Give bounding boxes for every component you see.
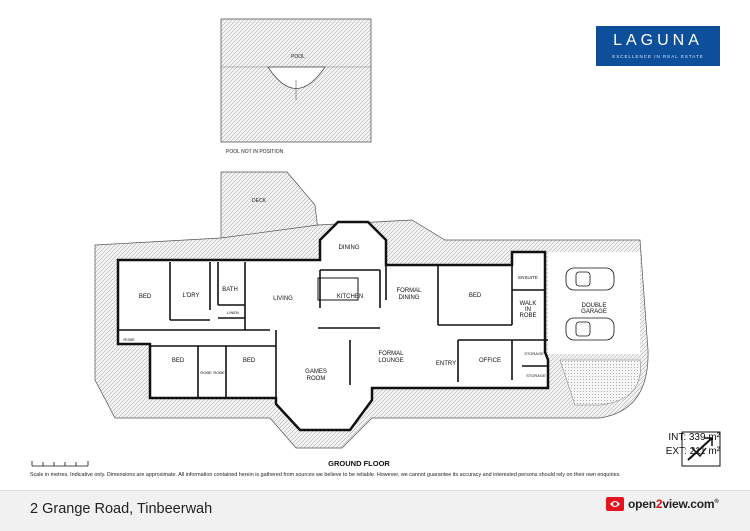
room-robe-2: ROBE	[200, 370, 212, 375]
room-walk-in-robe-line2: IN	[525, 307, 531, 313]
room-formal-dining-line1: FORMAL	[396, 288, 422, 294]
room-office: OFFICE	[479, 358, 501, 364]
room-ensuite: ENSUITE	[518, 275, 538, 280]
brand-two: 2	[655, 497, 663, 511]
footer-bar	[0, 490, 750, 531]
room-laundry: L'DRY	[182, 293, 199, 299]
north-arrow-icon	[681, 431, 721, 467]
room-kitchen: KITCHEN	[337, 294, 363, 300]
pool-label: POOL	[291, 54, 305, 60]
brand-prefix: open	[628, 497, 656, 511]
deck-label: DECK	[252, 198, 267, 204]
room-bed-2: BED	[469, 293, 482, 299]
room-games-room-line2: ROOM	[307, 376, 326, 382]
brand-mark: ®	[714, 499, 719, 505]
logo-brand: LAGUNA	[613, 32, 703, 49]
brand-suffix: view.com	[662, 497, 715, 511]
room-walk-in-robe-line3: ROBE	[519, 313, 536, 319]
room-robe-3: ROBE	[213, 370, 225, 375]
room-linen: LINEN	[227, 310, 239, 315]
room-storage-1: STORAGE	[524, 351, 544, 356]
room-robe-1: ROBE	[123, 337, 135, 342]
deck-area	[220, 171, 319, 239]
property-address: 2 Grange Road, Tinbeerwah	[30, 501, 213, 517]
room-bed-4: BED	[243, 358, 256, 364]
open2view-logo	[606, 497, 624, 511]
room-walk-in-robe-line1: WALK	[520, 301, 537, 307]
house-footprint	[116, 220, 615, 432]
room-dining: DINING	[339, 245, 360, 251]
disclaimer-text: Scale in metres. Indicative only. Dimens…	[30, 472, 621, 478]
room-bed-1: BED	[139, 294, 152, 300]
room-formal-lounge-line1: FORMAL	[378, 351, 404, 357]
room-double-garage-line2: GARAGE	[581, 309, 607, 315]
room-living: LIVING	[273, 296, 293, 302]
room-bed-3: BED	[172, 358, 185, 364]
room-bath: BATH	[222, 287, 238, 293]
external-area: EXT: 211 m²	[665, 446, 720, 457]
room-games-room-line1: GAMES	[305, 369, 327, 375]
room-formal-dining-line2: DINING	[399, 295, 420, 301]
logo-tagline: EXCELLENCE IN REAL ESTATE	[612, 54, 704, 59]
room-double-garage-line1: DOUBLE	[582, 303, 607, 309]
floor-label: GROUND FLOOR	[328, 459, 390, 468]
laguna-logo: LAGUNA EXCELLENCE IN REAL ESTATE	[596, 26, 720, 66]
room-entry: ENTRY	[436, 361, 456, 367]
scale-bar	[31, 461, 89, 467]
pool-area	[220, 18, 372, 143]
room-storage-2: STORAGE	[526, 373, 546, 378]
room-formal-lounge-line2: LOUNGE	[378, 358, 403, 364]
pool-note: POOL NOT IN POSITION	[226, 149, 284, 155]
open2view-wordmark[interactable]: open2view.com®	[628, 497, 719, 511]
internal-area: INT: 339 m²	[668, 432, 720, 443]
